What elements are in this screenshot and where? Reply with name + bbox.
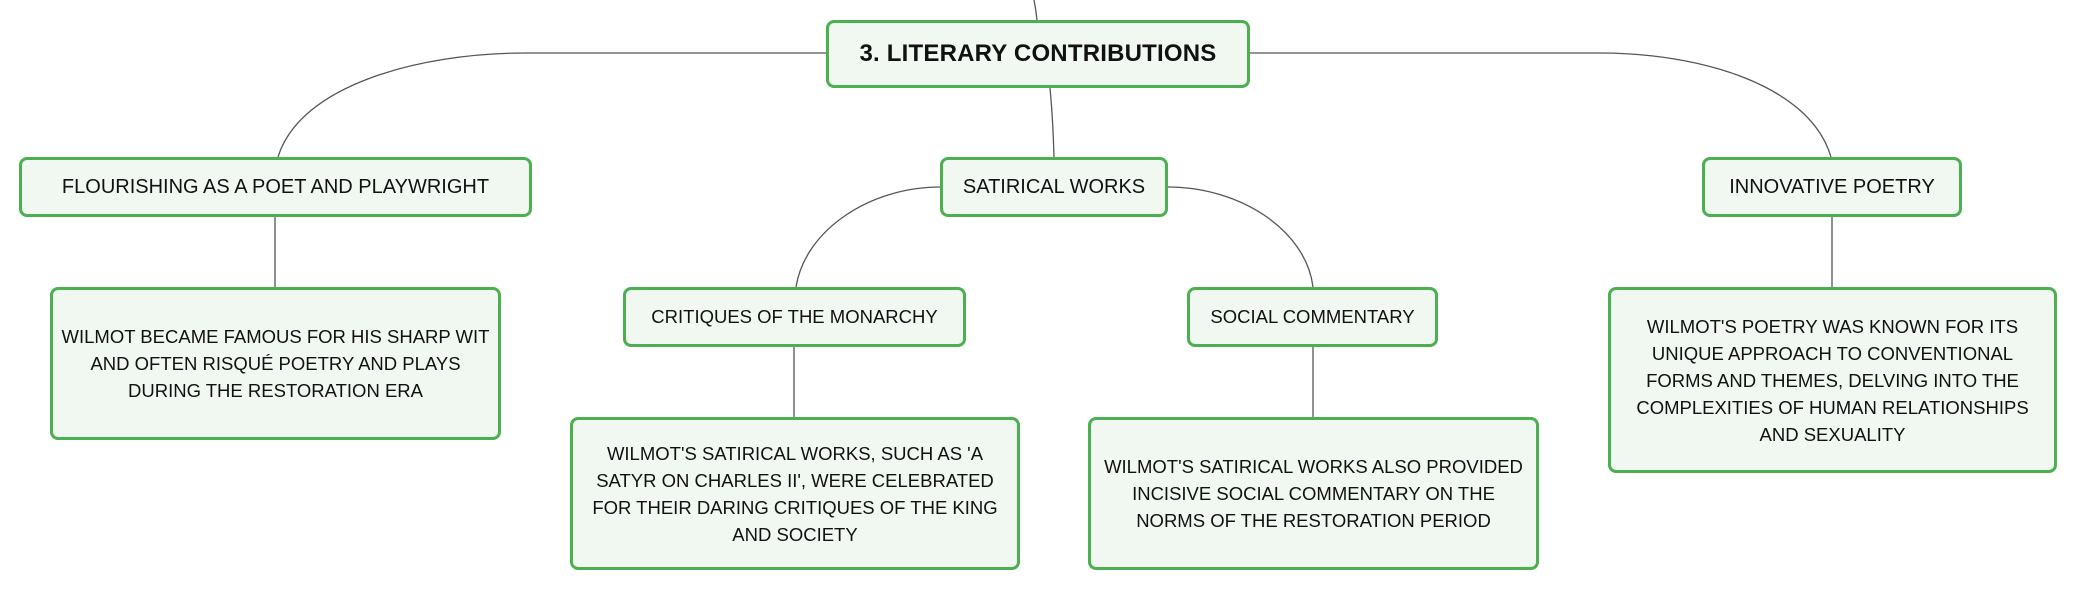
- detail-node-social-text: WILMOT'S SATIRICAL WORKS ALSO PROVIDED I…: [1104, 456, 1523, 531]
- detail-node-critiques[interactable]: WILMOT'S SATIRICAL WORKS, SUCH AS 'A SAT…: [570, 417, 1020, 570]
- topic-node-flourishing-label: FLOURISHING AS A POET AND PLAYWRIGHT: [61, 175, 490, 198]
- topic-node-flourishing[interactable]: FLOURISHING AS A POET AND PLAYWRIGHT: [19, 157, 532, 217]
- topic-node-innovative-label: INNOVATIVE POETRY: [1729, 175, 1935, 198]
- detail-node-innovative[interactable]: WILMOT'S POETRY WAS KNOWN FOR ITS UNIQUE…: [1608, 287, 2057, 473]
- subtopic-node-social-label: SOCIAL COMMENTARY: [1210, 306, 1415, 327]
- connector-satirical-to-social: [1167, 186, 1314, 288]
- connector-root-to-satirical: [1049, 87, 1055, 158]
- root-node[interactable]: 3. LITERARY CONTRIBUTIONS: [826, 20, 1250, 88]
- topic-node-innovative[interactable]: INNOVATIVE POETRY: [1702, 157, 1962, 217]
- subtopic-node-social[interactable]: SOCIAL COMMENTARY: [1187, 287, 1438, 347]
- subtopic-node-critiques-label: CRITIQUES OF THE MONARCHY: [651, 306, 938, 327]
- connector-root-to-innovative: [1249, 52, 1832, 158]
- topic-node-satirical-label: SATIRICAL WORKS: [962, 175, 1146, 198]
- connector-root-to-flourishing: [277, 52, 826, 158]
- detail-node-innovative-text: WILMOT'S POETRY WAS KNOWN FOR ITS UNIQUE…: [1636, 315, 2029, 445]
- root-node-label: 3. LITERARY CONTRIBUTIONS: [859, 40, 1217, 67]
- detail-node-critiques-text: WILMOT'S SATIRICAL WORKS, SUCH AS 'A SAT…: [592, 442, 998, 545]
- subtopic-node-critiques[interactable]: CRITIQUES OF THE MONARCHY: [623, 287, 966, 347]
- detail-node-social[interactable]: WILMOT'S SATIRICAL WORKS ALSO PROVIDED I…: [1088, 417, 1539, 570]
- topic-node-satirical[interactable]: SATIRICAL WORKS: [940, 157, 1168, 217]
- connector-parent-to-root: [1033, 0, 1038, 21]
- detail-node-flourishing-text: WILMOT BECAME FAMOUS FOR HIS SHARP WIT A…: [61, 326, 490, 401]
- connector-satirical-to-critiques: [795, 186, 941, 288]
- detail-node-flourishing[interactable]: WILMOT BECAME FAMOUS FOR HIS SHARP WIT A…: [50, 287, 501, 440]
